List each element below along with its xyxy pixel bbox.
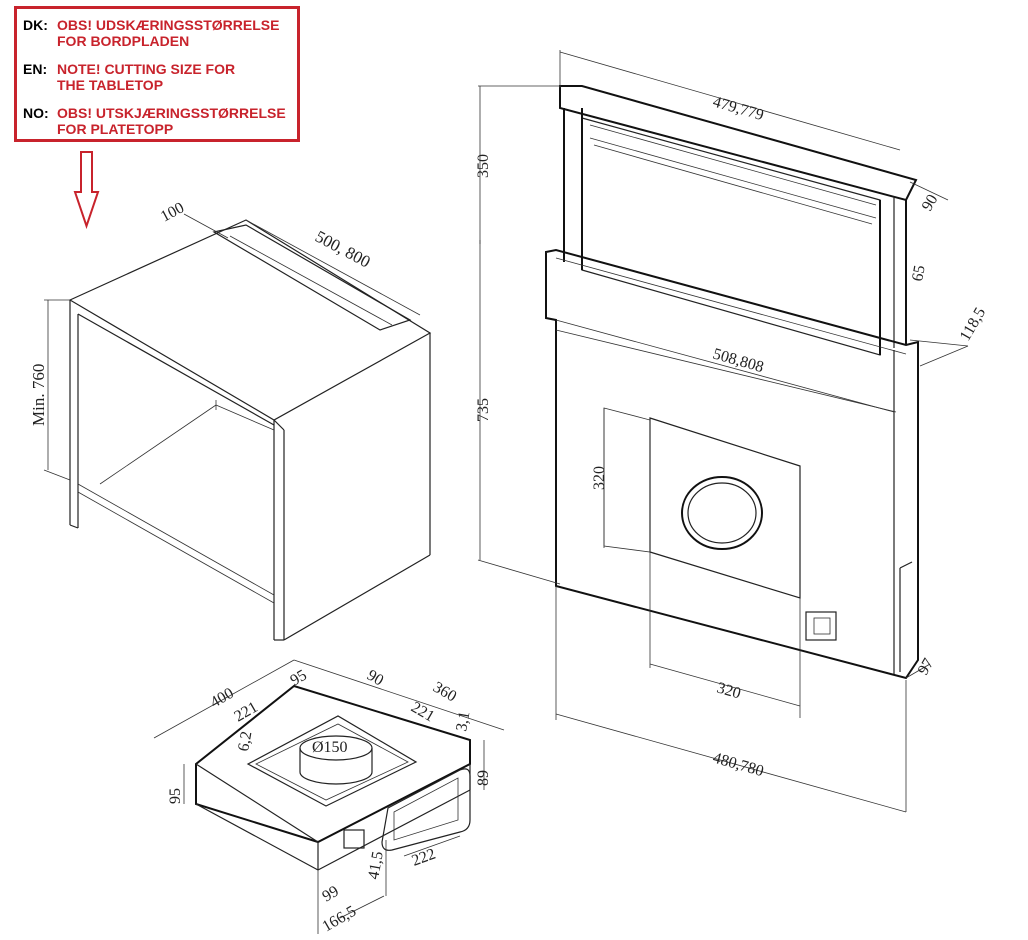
notice-text-dk: OBS! UDSKÆRINGSSTØRRELSE FOR BORDPLADEN <box>57 17 280 49</box>
base-dim-3-1: 3,1 <box>453 710 473 733</box>
hood-dim-mid-width: 508,808 <box>711 346 766 377</box>
hood-dim-65: 65 <box>909 264 929 283</box>
hood-dim-depth: 90 <box>919 192 942 214</box>
cabinet-dim-length: 500, 800 <box>312 227 373 272</box>
hood-drawing <box>477 50 969 813</box>
hood-dim-duct-height: 320 <box>591 466 608 490</box>
cabinet-dim-100: 100 <box>158 199 187 225</box>
base-dim-222: 222 <box>410 846 438 870</box>
notice-lang-dk: DK: <box>23 17 48 33</box>
base-dim-99: 99 <box>320 883 342 906</box>
base-dim-6-2: 6,2 <box>235 730 255 753</box>
notice-box: DK: OBS! UDSKÆRINGSSTØRRELSE FOR BORDPLA… <box>14 6 300 142</box>
down-arrow-icon <box>73 151 100 230</box>
hood-dim-body-height: 735 <box>475 398 492 422</box>
base-dim-90: 90 <box>364 667 386 690</box>
notice-text-en: NOTE! CUTTING SIZE FOR THE TABLETOP <box>57 61 236 93</box>
notice-text-no: OBS! UTSKJÆRINGSSTØRRELSE FOR PLATETOPP <box>57 105 286 137</box>
base-dim-95-top: 95 <box>288 667 310 690</box>
base-dim-221-a: 221 <box>232 699 261 726</box>
base-unit-drawing <box>153 659 505 934</box>
hood-dim-118: 118,5 <box>957 305 989 344</box>
hood-dim-top-width: 479,779 <box>711 94 766 125</box>
hood-dim-duct-width: 320 <box>715 680 743 703</box>
base-dim-89: 89 <box>475 770 492 786</box>
base-dim-360: 360 <box>430 679 459 706</box>
base-dim-95-side: 95 <box>167 788 184 804</box>
notice-lang-en: EN: <box>23 61 48 77</box>
base-dim-diameter: Ø150 <box>312 739 348 756</box>
hood-dim-bottom-width: 480,780 <box>711 750 766 781</box>
cabinet-drawing <box>43 213 432 641</box>
hood-dim-97: 97 <box>915 656 938 678</box>
hood-dim-top-height: 350 <box>475 154 492 178</box>
base-dim-41-5: 41,5 <box>365 850 387 881</box>
base-dim-400: 400 <box>208 685 237 712</box>
cabinet-dim-height: Min. 760 <box>29 364 48 426</box>
base-dim-166-5: 166,5 <box>320 903 360 936</box>
notice-lang-no: NO: <box>23 105 49 121</box>
